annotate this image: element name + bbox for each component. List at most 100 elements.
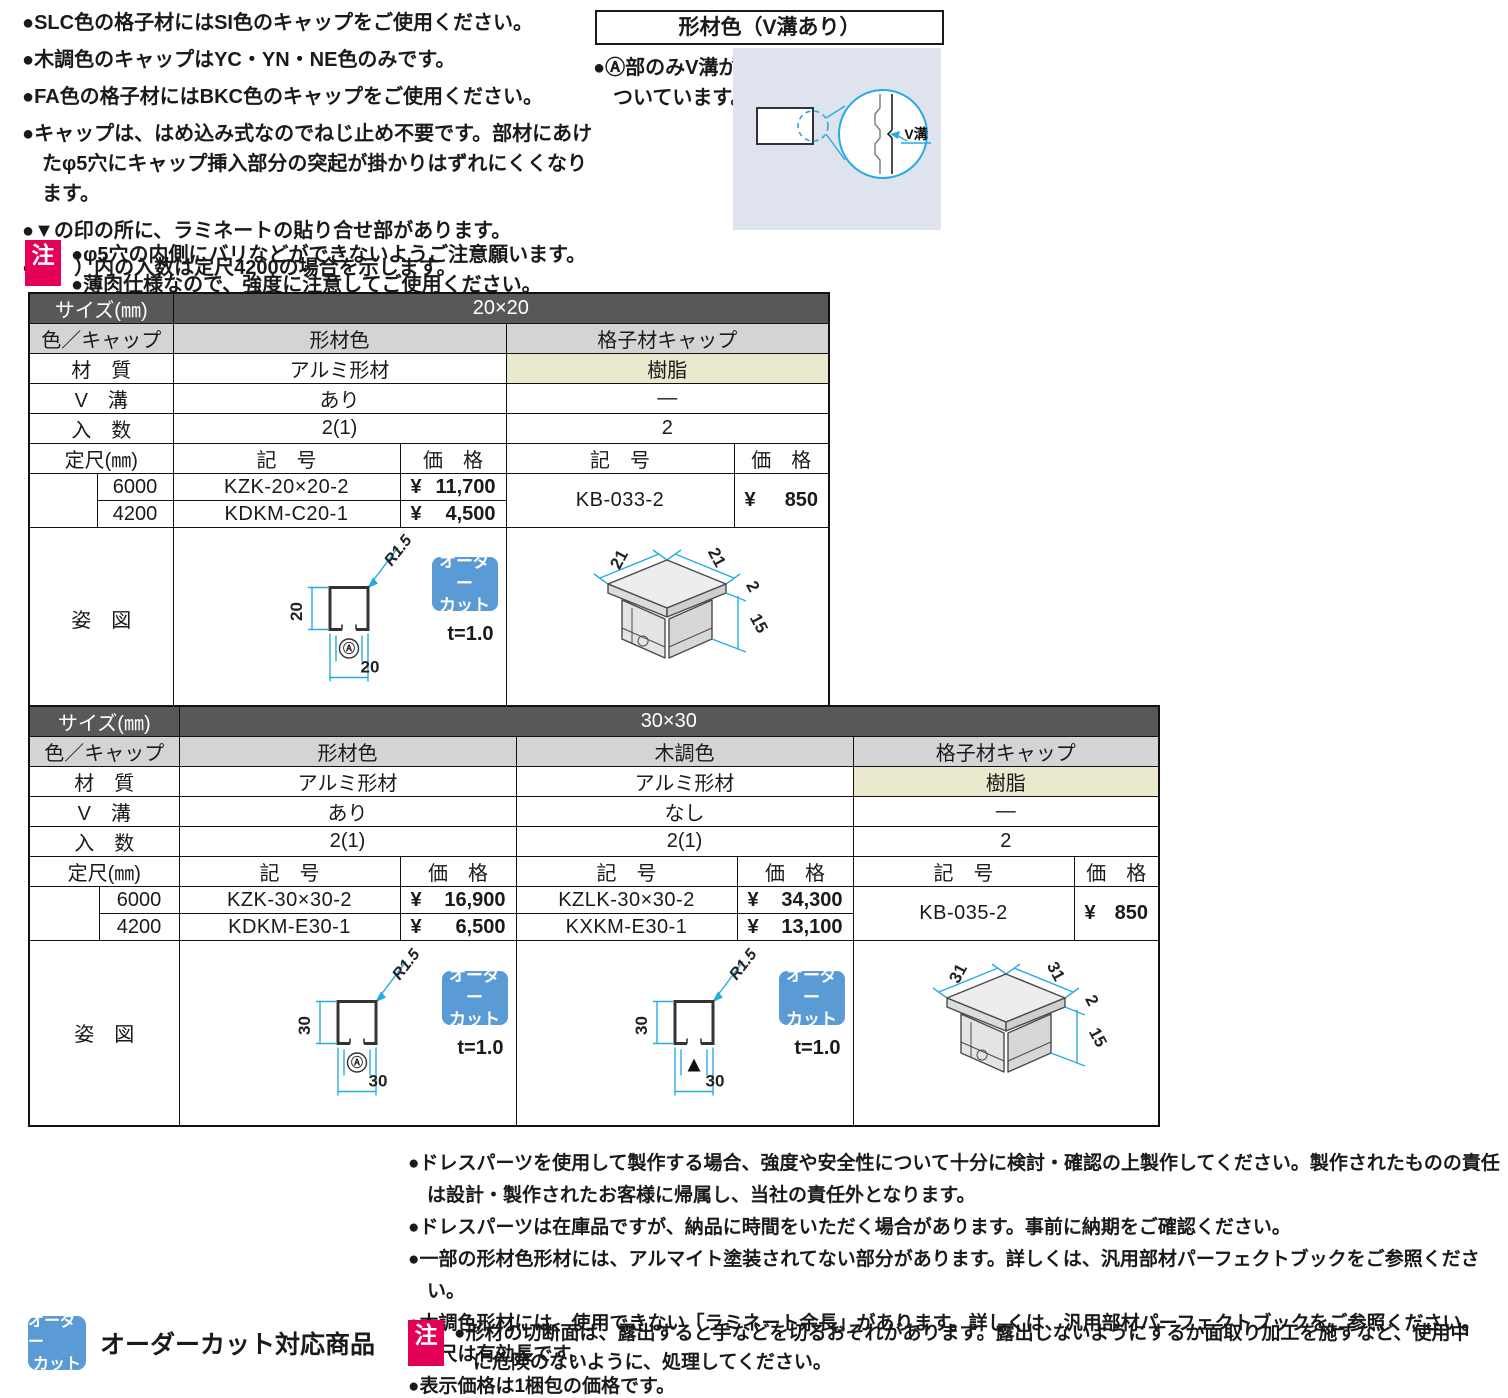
- qty-row: 入 数 2(1) 2(1) 2: [28, 826, 1160, 857]
- length-value: 6000: [98, 886, 180, 914]
- dim-width: 20: [360, 657, 379, 676]
- code-value: KZK-20×20-2: [172, 473, 401, 501]
- length-value: 4200: [96, 500, 174, 528]
- yen-sign: ¥: [410, 888, 422, 911]
- yen-sign: ¥: [744, 489, 756, 511]
- note-line: ●表示価格は1梱包の価格です。: [408, 1376, 676, 1398]
- order-cut-badge: オーダー カット: [778, 966, 845, 1029]
- v-groove-label: V 溝: [28, 796, 180, 827]
- code-value: KDKM-E30-1: [178, 913, 401, 941]
- top-notes: ●SLC色の格子材にはSI色のキャップをご使用ください。 ●木調色のキャップはY…: [22, 8, 597, 290]
- v-groove-value: あり: [178, 796, 517, 827]
- cap-dim-left: 31: [945, 960, 971, 986]
- dim-height: 30: [295, 1016, 314, 1035]
- price-amount: 4,500: [445, 502, 496, 525]
- note-line: ●定尺は有効長です。: [408, 1344, 589, 1366]
- figure-label: 姿 図: [28, 527, 174, 711]
- price-amount: 6,500: [455, 915, 506, 938]
- radius-label: R1.5: [381, 531, 416, 569]
- profile-drawing: Ⓐ 30 30 R1.5: [295, 945, 424, 1096]
- order-cut-badge: オーダー カット: [441, 966, 508, 1029]
- caution-top: 注 ●φ5穴の内側にバリなどができないようご注意願います。 ●薄肉仕様なので、強…: [25, 240, 625, 300]
- material-value: アルミ形材: [172, 353, 507, 384]
- spec-table-20x20: サイズ(㎜) 20×20 色／キャップ 形材色 格子材キャップ 材 質 アルミ形…: [28, 292, 831, 712]
- code-header: 記 号: [515, 856, 738, 887]
- cap-dim-right: 31: [1043, 958, 1069, 984]
- figure-cap-cell: 21 21 2 15: [505, 527, 830, 711]
- dim-height: 30: [632, 1016, 651, 1035]
- material-value: アルミ形材: [178, 766, 517, 797]
- yen-sign: ¥: [410, 915, 422, 938]
- v-groove-value: ―: [852, 796, 1160, 827]
- cap-drawing: 21 21 2 15: [593, 544, 772, 659]
- qty-value: 2(1): [172, 413, 507, 444]
- price-header: 価 格: [736, 856, 854, 887]
- v-groove-title-box: 形材色（V溝あり）: [595, 10, 944, 45]
- thickness-label: t=1.0: [457, 1036, 504, 1059]
- note-line: ●ドレスパーツは在庫品ですが、納品に時間をいただく場合があります。事前に納期をご…: [408, 1216, 1291, 1238]
- a-mark-circle: [346, 1052, 367, 1073]
- size-value: 20×20: [172, 292, 830, 324]
- order-cut-badge: オーダー カット: [28, 1313, 86, 1373]
- subheader-row: 定尺(㎜) 記 号 価 格 記 号 価 格 記 号 価 格: [28, 856, 1160, 887]
- note-line: ●ドレスパーツを使用して製作する場合、強度や安全性について十分に検討・確認の上製…: [408, 1153, 1500, 1206]
- data-row-6000: 6000 KZK-20×20-2 ¥11,700 KB-033-2 ¥850: [28, 473, 830, 528]
- cap-dim-depth: 15: [746, 610, 772, 636]
- group-header: 形材色: [178, 736, 517, 767]
- code-header: 記 号: [172, 443, 401, 474]
- laminate-mark: ▲: [683, 1051, 705, 1076]
- spacer-cell: [28, 473, 98, 528]
- a-mark: Ⓐ: [351, 1054, 363, 1069]
- magnifier-circle: [838, 89, 928, 179]
- data-row-4200: 4200 KDKM-C20-1 ¥4,500: [29, 500, 829, 528]
- group-header: 木調色: [515, 736, 854, 767]
- code-value: KB-035-2: [852, 886, 1075, 941]
- cap-dim-right: 21: [704, 544, 730, 570]
- dim-width: 30: [705, 1071, 724, 1090]
- thickness-label: t=1.0: [447, 622, 494, 645]
- profile-drawing: Ⓐ 20 20 R1.5: [287, 531, 416, 682]
- qty-value: 2(1): [515, 826, 854, 857]
- group-header: 格子材キャップ: [852, 736, 1160, 767]
- size-row: サイズ(㎜) 20×20: [28, 292, 830, 324]
- price-header: 価 格: [1073, 856, 1160, 887]
- spec-table-30x30: サイズ(㎜) 30×30 色／キャップ 形材色 木調色 格子材キャップ 材 質 …: [28, 705, 1161, 1127]
- caution-line: ●薄肉仕様なので、強度に注意してご使用ください。: [71, 274, 542, 296]
- figure-cap-cell: 31 31 2 15: [852, 940, 1160, 1126]
- size-label: サイズ(㎜): [28, 705, 180, 737]
- qty-label: 入 数: [28, 413, 174, 444]
- v-groove-value: ―: [505, 383, 830, 414]
- material-label: 材 質: [28, 766, 180, 797]
- v-notch: [886, 129, 893, 139]
- price-value: ¥4,500: [399, 500, 507, 528]
- cap-dim-depth: 15: [1085, 1024, 1111, 1050]
- profile-rect: [756, 107, 814, 145]
- detail-dashed-circle: [797, 110, 829, 142]
- length-label: 定尺(㎜): [28, 443, 174, 474]
- price-amount: 11,700: [435, 475, 496, 498]
- bottom-notes: ●ドレスパーツを使用して製作する場合、強度や安全性について十分に検討・確認の上製…: [408, 1148, 1508, 1398]
- length-value: 6000: [96, 473, 174, 501]
- color-cap-row: 色／キャップ 形材色 格子材キャップ: [28, 323, 830, 354]
- material-value: 樹脂: [852, 766, 1160, 797]
- code-header: 記 号: [505, 443, 735, 474]
- note-line: ●木調色形材には、使用できない「ラミネート余長」があります。詳しくは、汎用部材パ…: [408, 1312, 1481, 1334]
- figure-profile-cell: t=1.0: [172, 527, 507, 711]
- note-line: ●キャップは、はめ込み式なのでねじ止め不要です。部材にあけたφ5穴にキャップ挿入…: [22, 123, 593, 205]
- price-amount: 850: [784, 489, 819, 511]
- figure-profile-wood-cell: t=1.0 ▲: [515, 940, 854, 1126]
- material-value: 樹脂: [505, 353, 830, 384]
- material-row: 材 質 アルミ形材 アルミ形材 樹脂: [28, 766, 1160, 797]
- note-line: ●▼の印の所に、ラミネートの貼り合せ部があります。: [22, 220, 512, 242]
- color-cap-label: 色／キャップ: [28, 736, 180, 767]
- figure-profile-cell: t=1.0: [178, 940, 517, 1126]
- group-header: 格子材キャップ: [505, 323, 830, 354]
- a-mark: Ⓐ: [343, 640, 355, 655]
- caution-text: ●形材の切断面は、露出すると手などを切るおそれがあります。露出しないようにするか…: [454, 1323, 1470, 1373]
- yen-sign: ¥: [747, 888, 759, 911]
- price-value: ¥850: [733, 473, 830, 528]
- material-row: 材 質 アルミ形材 樹脂: [28, 353, 830, 384]
- code-value: KZK-30×30-2: [178, 886, 401, 914]
- data-row-6000: 6000 KZK-30×30-2 ¥16,900 KZLK-30×30-2 ¥3…: [28, 886, 1160, 941]
- group-header: 形材色: [172, 323, 507, 354]
